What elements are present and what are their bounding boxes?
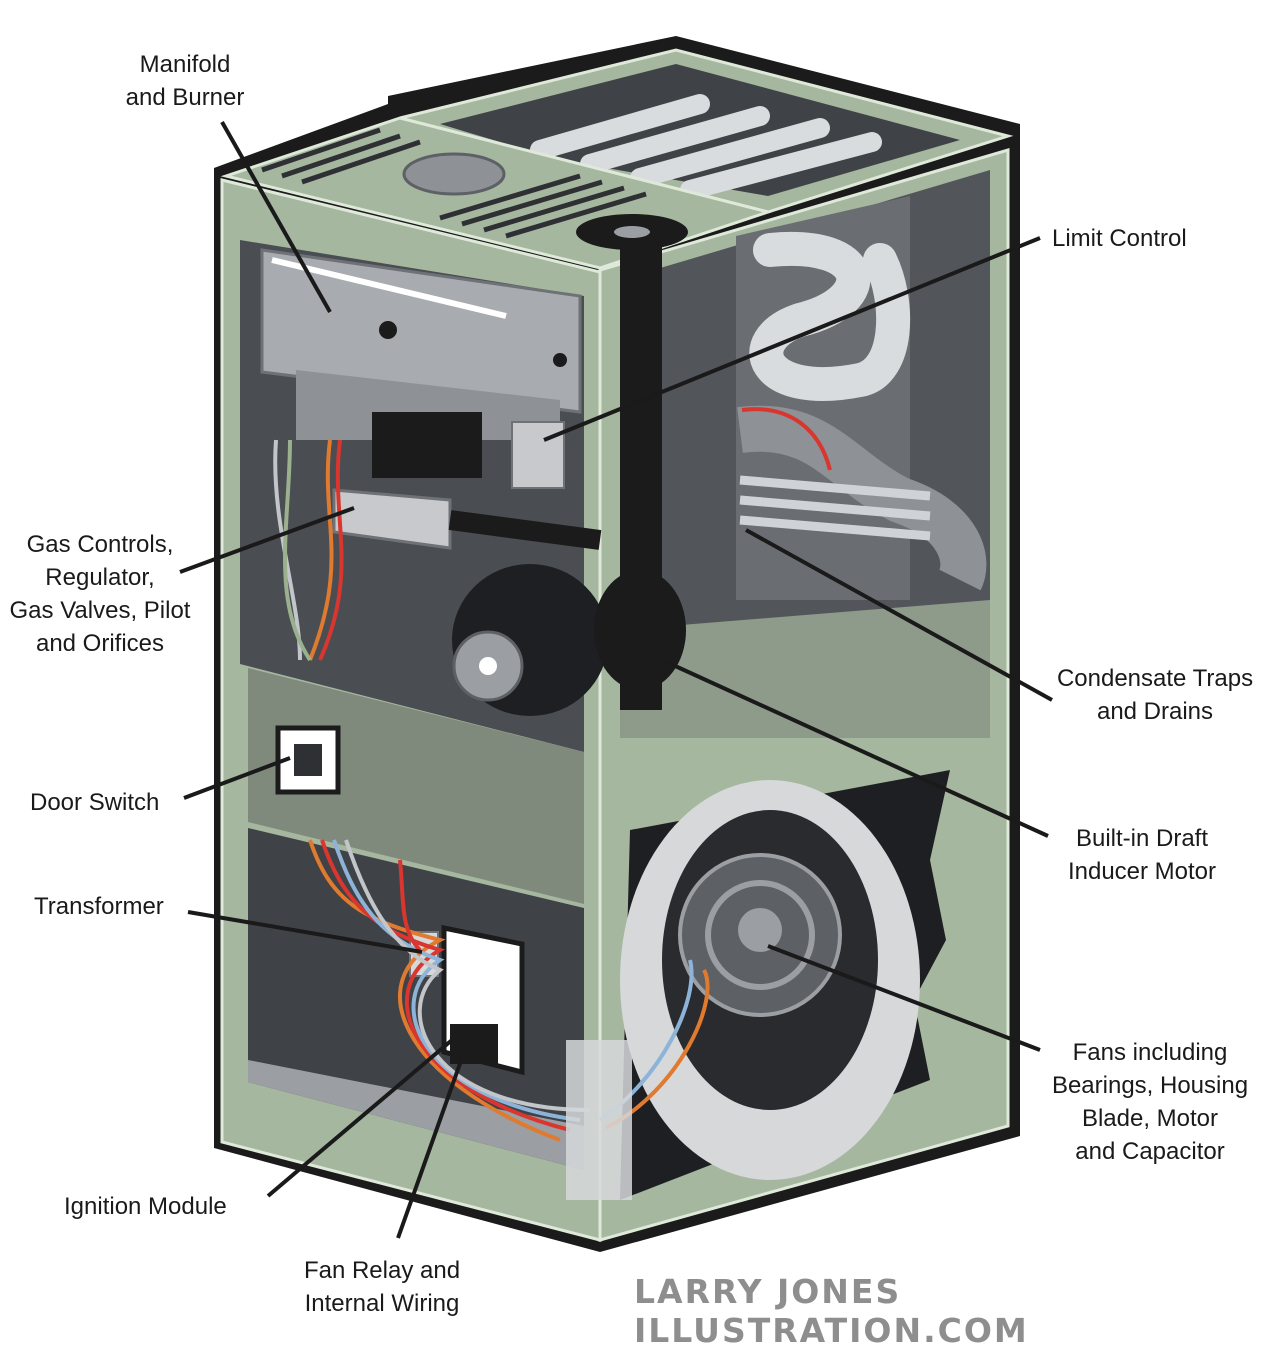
leader-door (183, 756, 291, 800)
leader-limit (543, 236, 1041, 442)
burner-highlight (271, 257, 507, 319)
blower-fan-hub (738, 908, 782, 952)
leader-draft (661, 658, 1049, 838)
label-condensate-traps: Condensate Traps and Drains (1056, 665, 1254, 725)
door-switch-button (294, 744, 322, 776)
top-vent-cap (402, 152, 506, 196)
fan-relay (450, 1024, 498, 1064)
condensate-trap (566, 1040, 632, 1200)
flue-duct-seal (741, 407, 832, 471)
leader-gas (179, 506, 355, 574)
burner-sight-hole (379, 321, 397, 339)
front-lower-floor (248, 1060, 584, 1170)
condensate-pipes (739, 475, 931, 541)
label-manifold-and-burner: Manifold and Burner (125, 51, 245, 111)
leader-transformer (187, 910, 423, 954)
burner-box-lower (296, 370, 560, 440)
burner-sight-hole-2 (553, 353, 567, 367)
label-ignition-module: Ignition Module (64, 1193, 227, 1220)
blower-fan-ring (705, 880, 815, 990)
leader-lines (179, 121, 1053, 1239)
right-shelf (620, 600, 990, 738)
leader-relay (396, 1057, 464, 1239)
limit-control-plate (511, 421, 565, 489)
label-transformer: Transformer (34, 893, 164, 920)
gas-valve-body (372, 412, 482, 478)
heat-exchanger-coil (749, 231, 911, 401)
vent-elbow (594, 570, 686, 690)
leader-ignition (266, 1038, 454, 1198)
heat-exchanger-tubes-top (530, 94, 882, 200)
label-fan-relay: Fan Relay and Internal Wiring (303, 1257, 461, 1317)
leader-manifold (220, 121, 332, 313)
label-draft-inducer-motor: Built-in Draft Inducer Motor (1067, 825, 1217, 885)
gas-valve-manifold (332, 488, 452, 550)
inducer-motor-hub (479, 657, 497, 675)
label-gas-controls: Gas Controls, Regulator, Gas Valves, Pil… (9, 531, 191, 657)
burner-box (260, 248, 582, 414)
gas-supply-pipe (448, 510, 602, 550)
illustrator-credit: LARRY JONES ILLUSTRATION.COM (634, 1272, 1029, 1350)
leader-condensate (745, 528, 1053, 702)
label-fans: Fans including Bearings, Housing Blade, … (1051, 1039, 1249, 1165)
label-door-switch: Door Switch (30, 789, 160, 816)
top-grille (261, 127, 647, 239)
leader-fans (767, 944, 1041, 1052)
label-limit-control: Limit Control (1052, 225, 1187, 252)
upper-wiring (273, 439, 344, 662)
flue-collar-hole (614, 226, 650, 238)
